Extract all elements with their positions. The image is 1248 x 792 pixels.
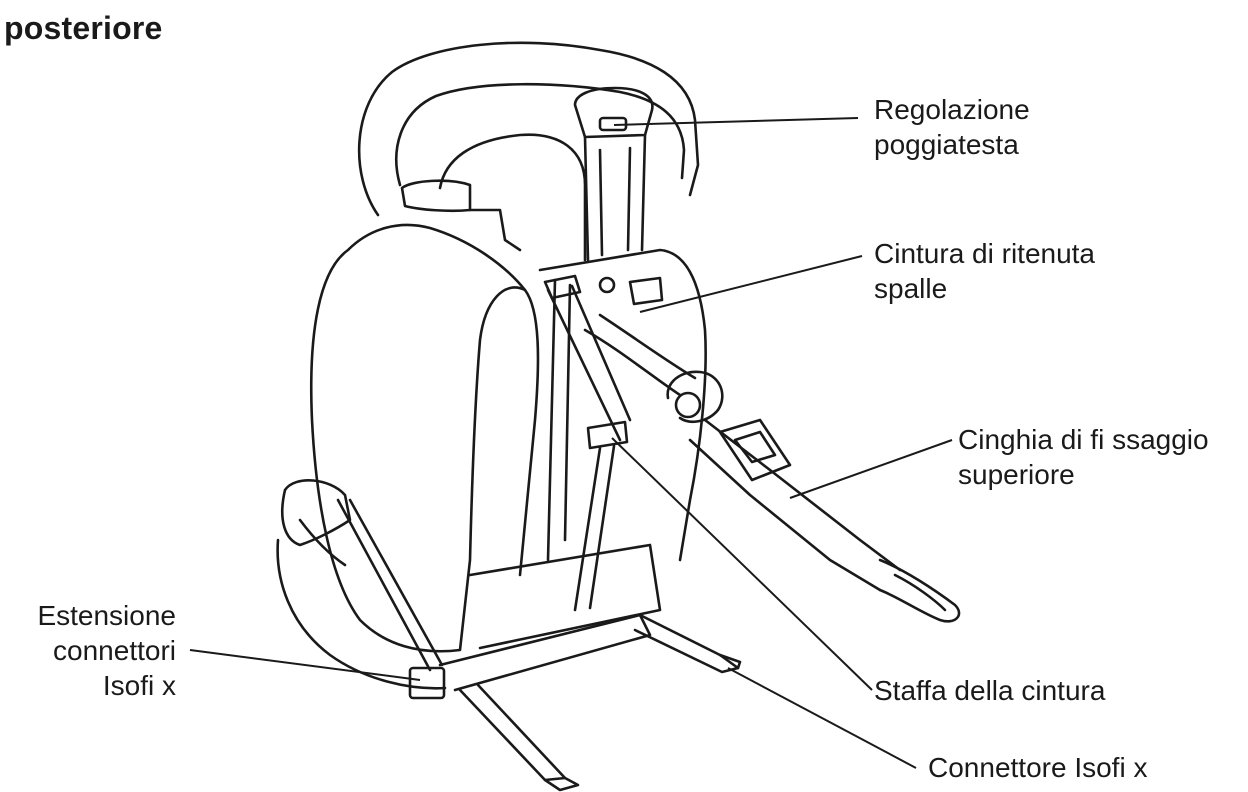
label-belt-bracket-line-1: Staffa della cintura bbox=[874, 675, 1106, 706]
leader-isofix-extension bbox=[189, 649, 421, 681]
isofix-arm-right bbox=[633, 613, 740, 674]
label-top-tether-line-2: superiore bbox=[958, 459, 1075, 490]
backrest-shell bbox=[309, 223, 527, 653]
top-tether-hook bbox=[878, 558, 961, 623]
label-top-tether: Cinghia di fi ssaggio superiore bbox=[958, 422, 1209, 492]
headrest-shell bbox=[357, 41, 700, 217]
top-tether-adjuster bbox=[718, 418, 792, 482]
isofix-extension-block bbox=[408, 666, 446, 700]
backrest-inner-line bbox=[546, 278, 557, 562]
booster-side bbox=[276, 538, 447, 690]
belt-bracket-strap bbox=[573, 444, 616, 612]
headrest-inner-step bbox=[468, 208, 522, 252]
isofix-tip-right bbox=[718, 653, 742, 670]
label-headrest-adjust: Regolazione poggiatesta bbox=[874, 92, 1030, 162]
label-isofix-extension-line-3: Isofi x bbox=[102, 670, 176, 701]
label-headrest-adjust-line-1: Regolazione bbox=[874, 94, 1030, 125]
guide-hole bbox=[598, 276, 616, 294]
booster-cushion bbox=[281, 479, 352, 547]
shoulder-belt-clip bbox=[666, 370, 724, 424]
label-isofix-connector: Connettore Isofi x bbox=[928, 750, 1147, 785]
spine-left bbox=[583, 135, 590, 262]
headrest-inner-rim bbox=[395, 82, 686, 187]
headrest-adjust-handle bbox=[573, 86, 654, 139]
label-top-tether-line-1: Cinghia di fi ssaggio bbox=[958, 424, 1209, 455]
belt-guide-top-right bbox=[628, 276, 664, 306]
shoulder-belt-strap bbox=[546, 284, 632, 442]
label-isofix-extension-line-1: Estensione bbox=[37, 600, 176, 631]
headrest-inner-panel bbox=[438, 133, 587, 262]
top-tether-hook-inner bbox=[893, 573, 947, 612]
leader-shoulder-belt bbox=[639, 255, 863, 313]
spine-inner-left bbox=[598, 148, 604, 257]
base-frame-front bbox=[468, 543, 662, 650]
top-tether-adjuster-slot bbox=[733, 430, 777, 464]
label-isofix-connector-line-1: Connettore Isofi x bbox=[928, 752, 1148, 783]
shoulder-clip-ring bbox=[674, 391, 702, 419]
leader-top-tether bbox=[789, 439, 953, 499]
top-tether-strap bbox=[688, 418, 902, 592]
leader-isofix-connector bbox=[727, 667, 917, 769]
leader-belt-bracket bbox=[611, 437, 873, 691]
label-isofix-extension-line-2: connettori bbox=[53, 635, 176, 666]
label-shoulder-belt: Cintura di ritenuta spalle bbox=[874, 236, 1095, 306]
label-headrest-adjust-line-2: poggiatesta bbox=[874, 129, 1019, 160]
label-belt-bracket: Staffa della cintura bbox=[874, 673, 1105, 708]
headrest-wing-left bbox=[400, 179, 472, 213]
label-shoulder-belt-line-1: Cintura di ritenuta bbox=[874, 238, 1096, 269]
page-title: posteriore bbox=[4, 10, 163, 46]
backrest-inner-line-2 bbox=[563, 283, 572, 542]
belt-bracket bbox=[586, 420, 629, 450]
backrest-frame-right bbox=[538, 248, 707, 562]
isofix-tip-left bbox=[543, 776, 580, 792]
spine-inner-right bbox=[626, 146, 632, 252]
base-frame-bottom bbox=[438, 613, 652, 692]
spine-right bbox=[640, 133, 647, 252]
label-shoulder-belt-line-2: spalle bbox=[874, 273, 948, 304]
booster-armrest-slot bbox=[298, 518, 347, 567]
isofix-arm-left bbox=[458, 683, 567, 782]
leader-headrest-adjust bbox=[613, 117, 859, 126]
backrest-side-edge bbox=[518, 288, 540, 577]
label-isofix-extension: Estensione connettori Isofi x bbox=[6, 598, 176, 703]
base-left-rail bbox=[336, 498, 444, 672]
